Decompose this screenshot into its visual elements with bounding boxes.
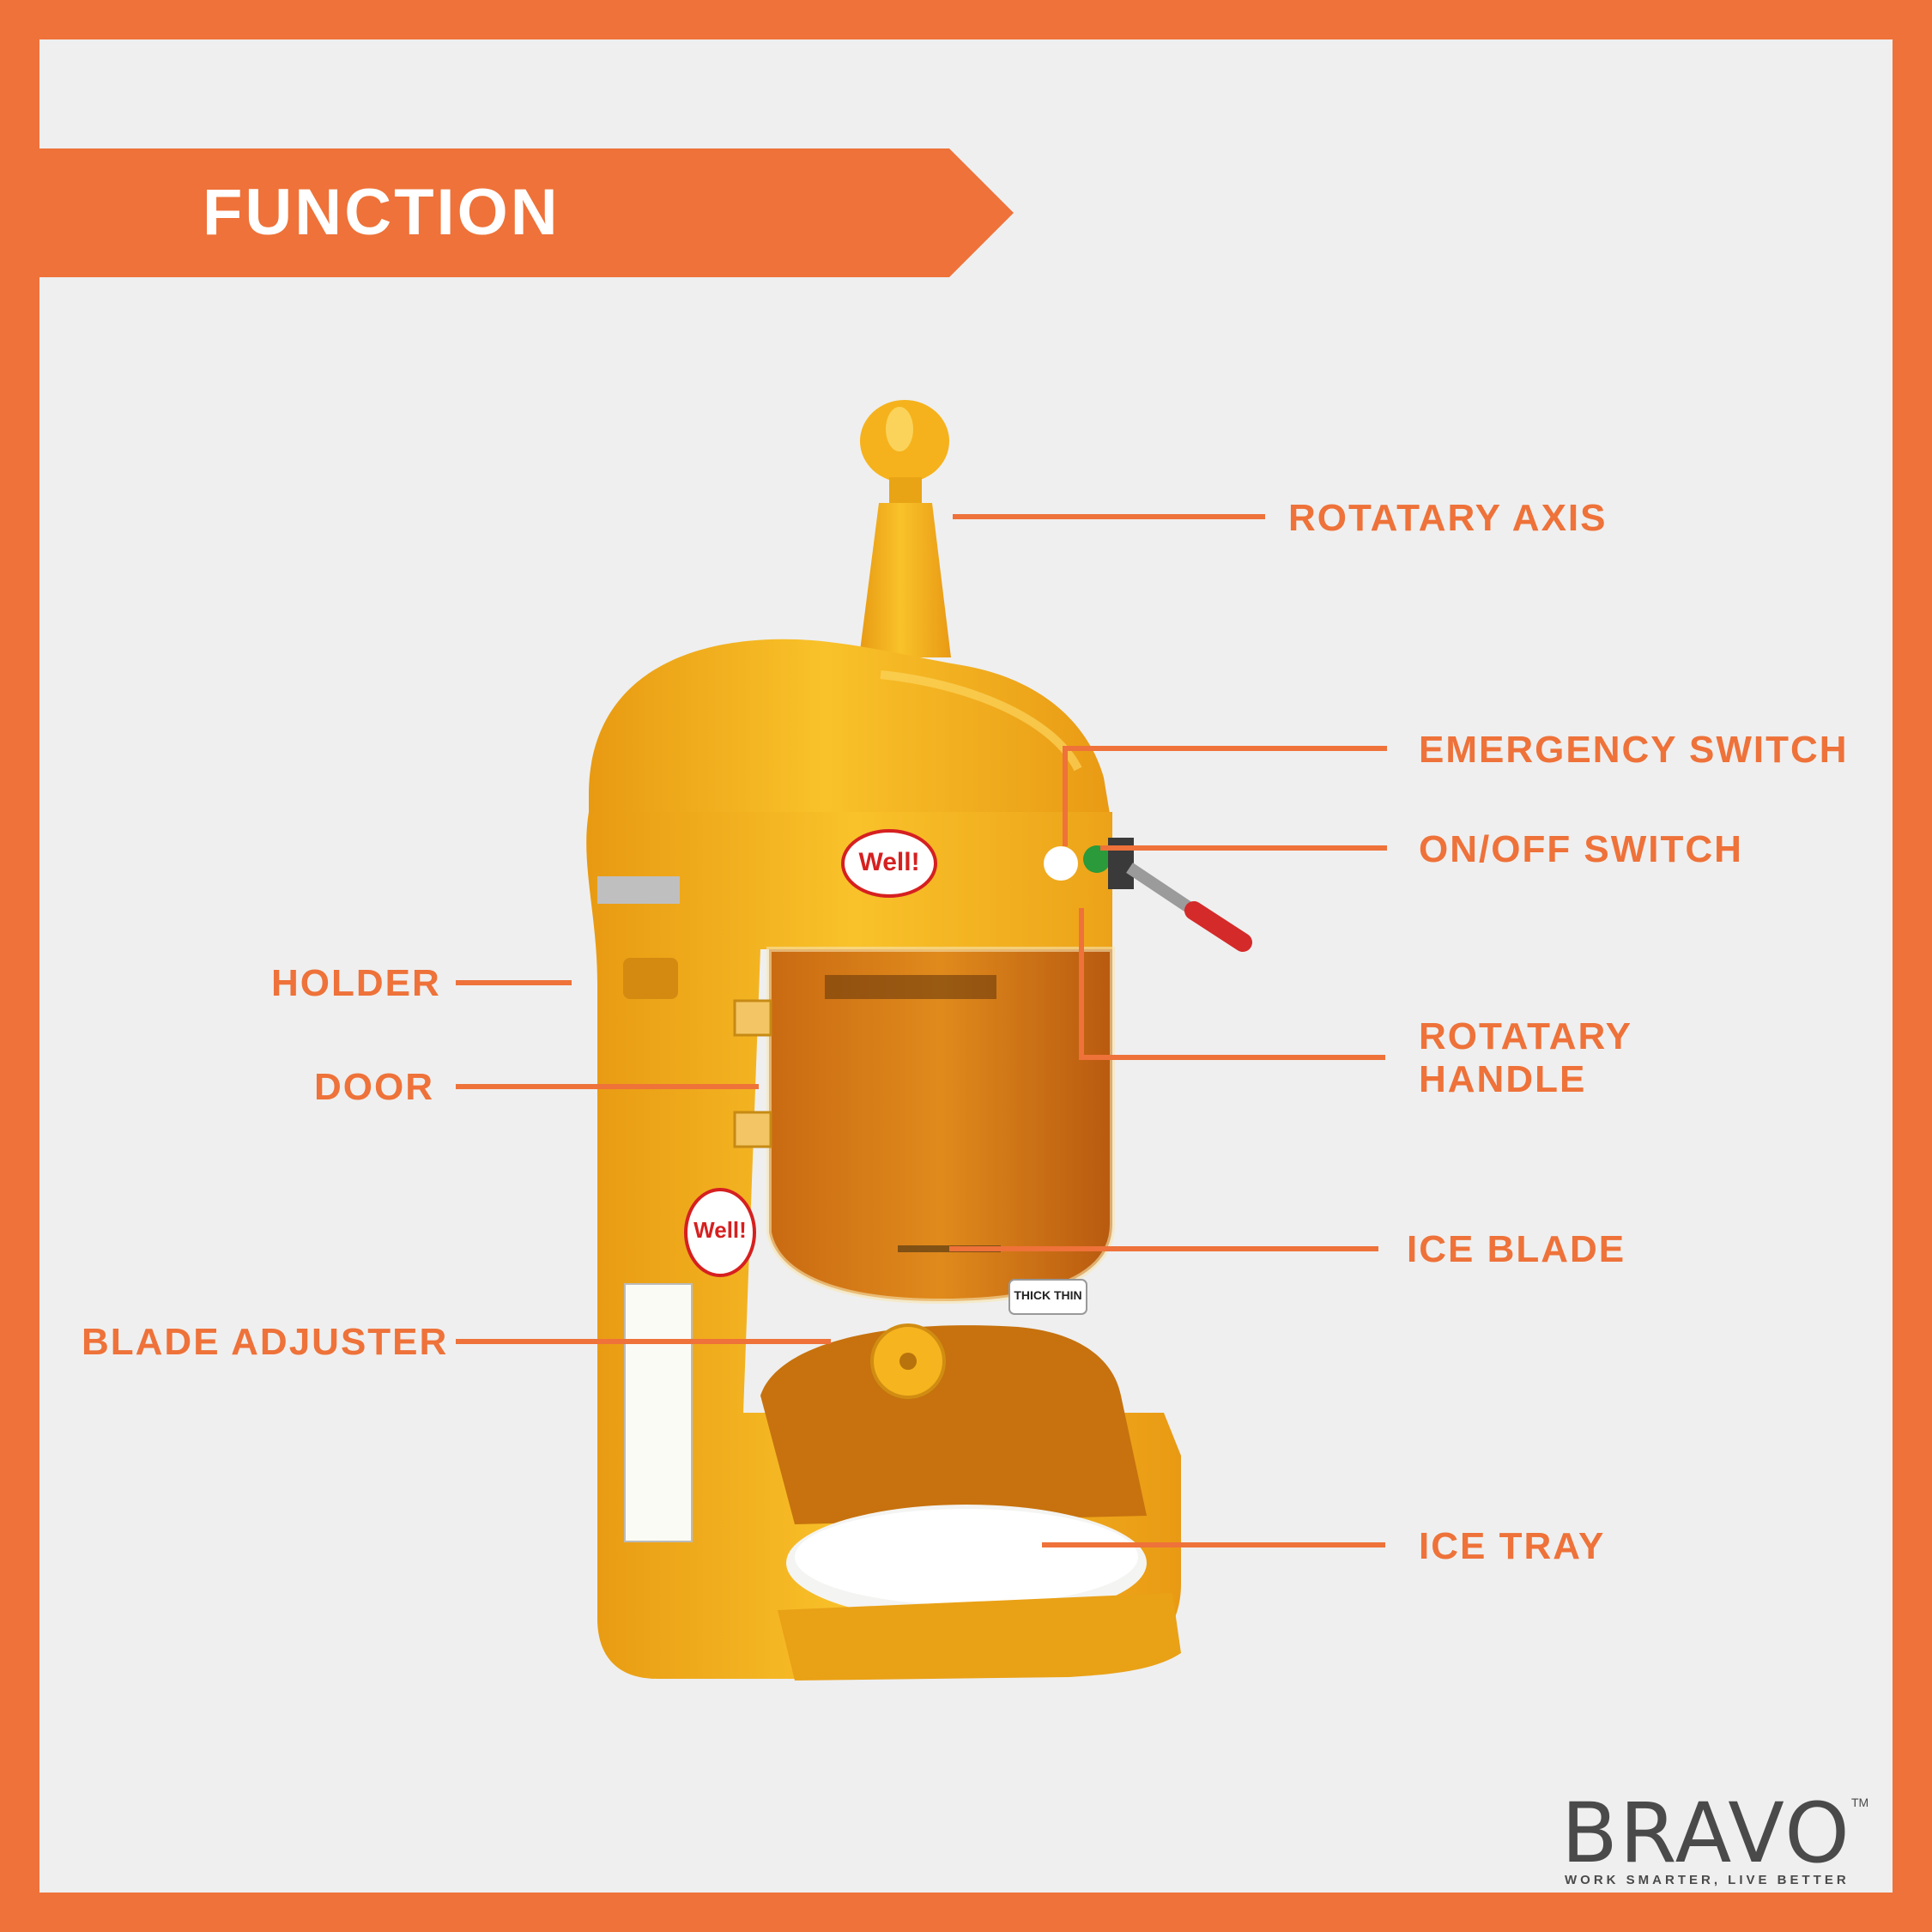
side-plate [597,876,680,904]
brand-badge-top-text: Well! [858,848,920,876]
banner-arrow-shape [39,148,1014,277]
label-rotatary-handle-line2: HANDLE [1419,1058,1587,1100]
label-ice-blade: ICE BLADE [1407,1228,1626,1270]
label-blade-adjuster: BLADE ADJUSTER [82,1321,449,1363]
logo-tagline: WORK SMARTER, LIVE BETTER [1565,1873,1850,1887]
label-emergency-switch: EMERGENCY SWITCH [1419,729,1849,771]
label-door: DOOR [314,1066,434,1108]
content-panel: FUNCTION [39,39,1893,1893]
on-off-switch-button [1083,845,1111,873]
label-holder: HOLDER [271,962,441,1004]
label-rotatary-handle-line1: ROTATARY [1419,1015,1632,1057]
machine-head [589,639,1112,829]
brand-badge-side [684,1188,756,1277]
callout-lines [456,514,1387,1547]
callout-line-rotatary-handle [1079,908,1385,1060]
callout-line-emergency-switch [1063,746,1387,846]
label-rotatary-axis: ROTATARY AXIS [1288,497,1608,539]
thick-thin-label [1008,1279,1087,1315]
label-on-off-switch: ON/OFF SWITCH [1419,828,1743,870]
brand-badge-top [841,829,937,898]
logo-trademark: TM [1851,1796,1869,1809]
shaved-ice-machine-illustration [586,400,1252,1681]
logo-wordmark: BRAVO [1561,1785,1851,1881]
bravo-logo: BRAVO TM WORK SMARTER, LIVE BETTER [1561,1790,1870,1893]
brand-badge-side-text: Well! [693,1217,747,1243]
rotatary-axis-part [859,400,951,657]
label-ice-tray: ICE TRAY [1419,1525,1606,1567]
page-title: FUNCTION [203,176,560,249]
thick-thin-text: THICK THIN [1014,1288,1082,1302]
base-cavity [760,1325,1147,1524]
door-bowl [769,949,1112,1301]
holder-hole [623,958,678,999]
warning-sticker [624,1283,693,1542]
function-banner: FUNCTION [39,148,1014,277]
